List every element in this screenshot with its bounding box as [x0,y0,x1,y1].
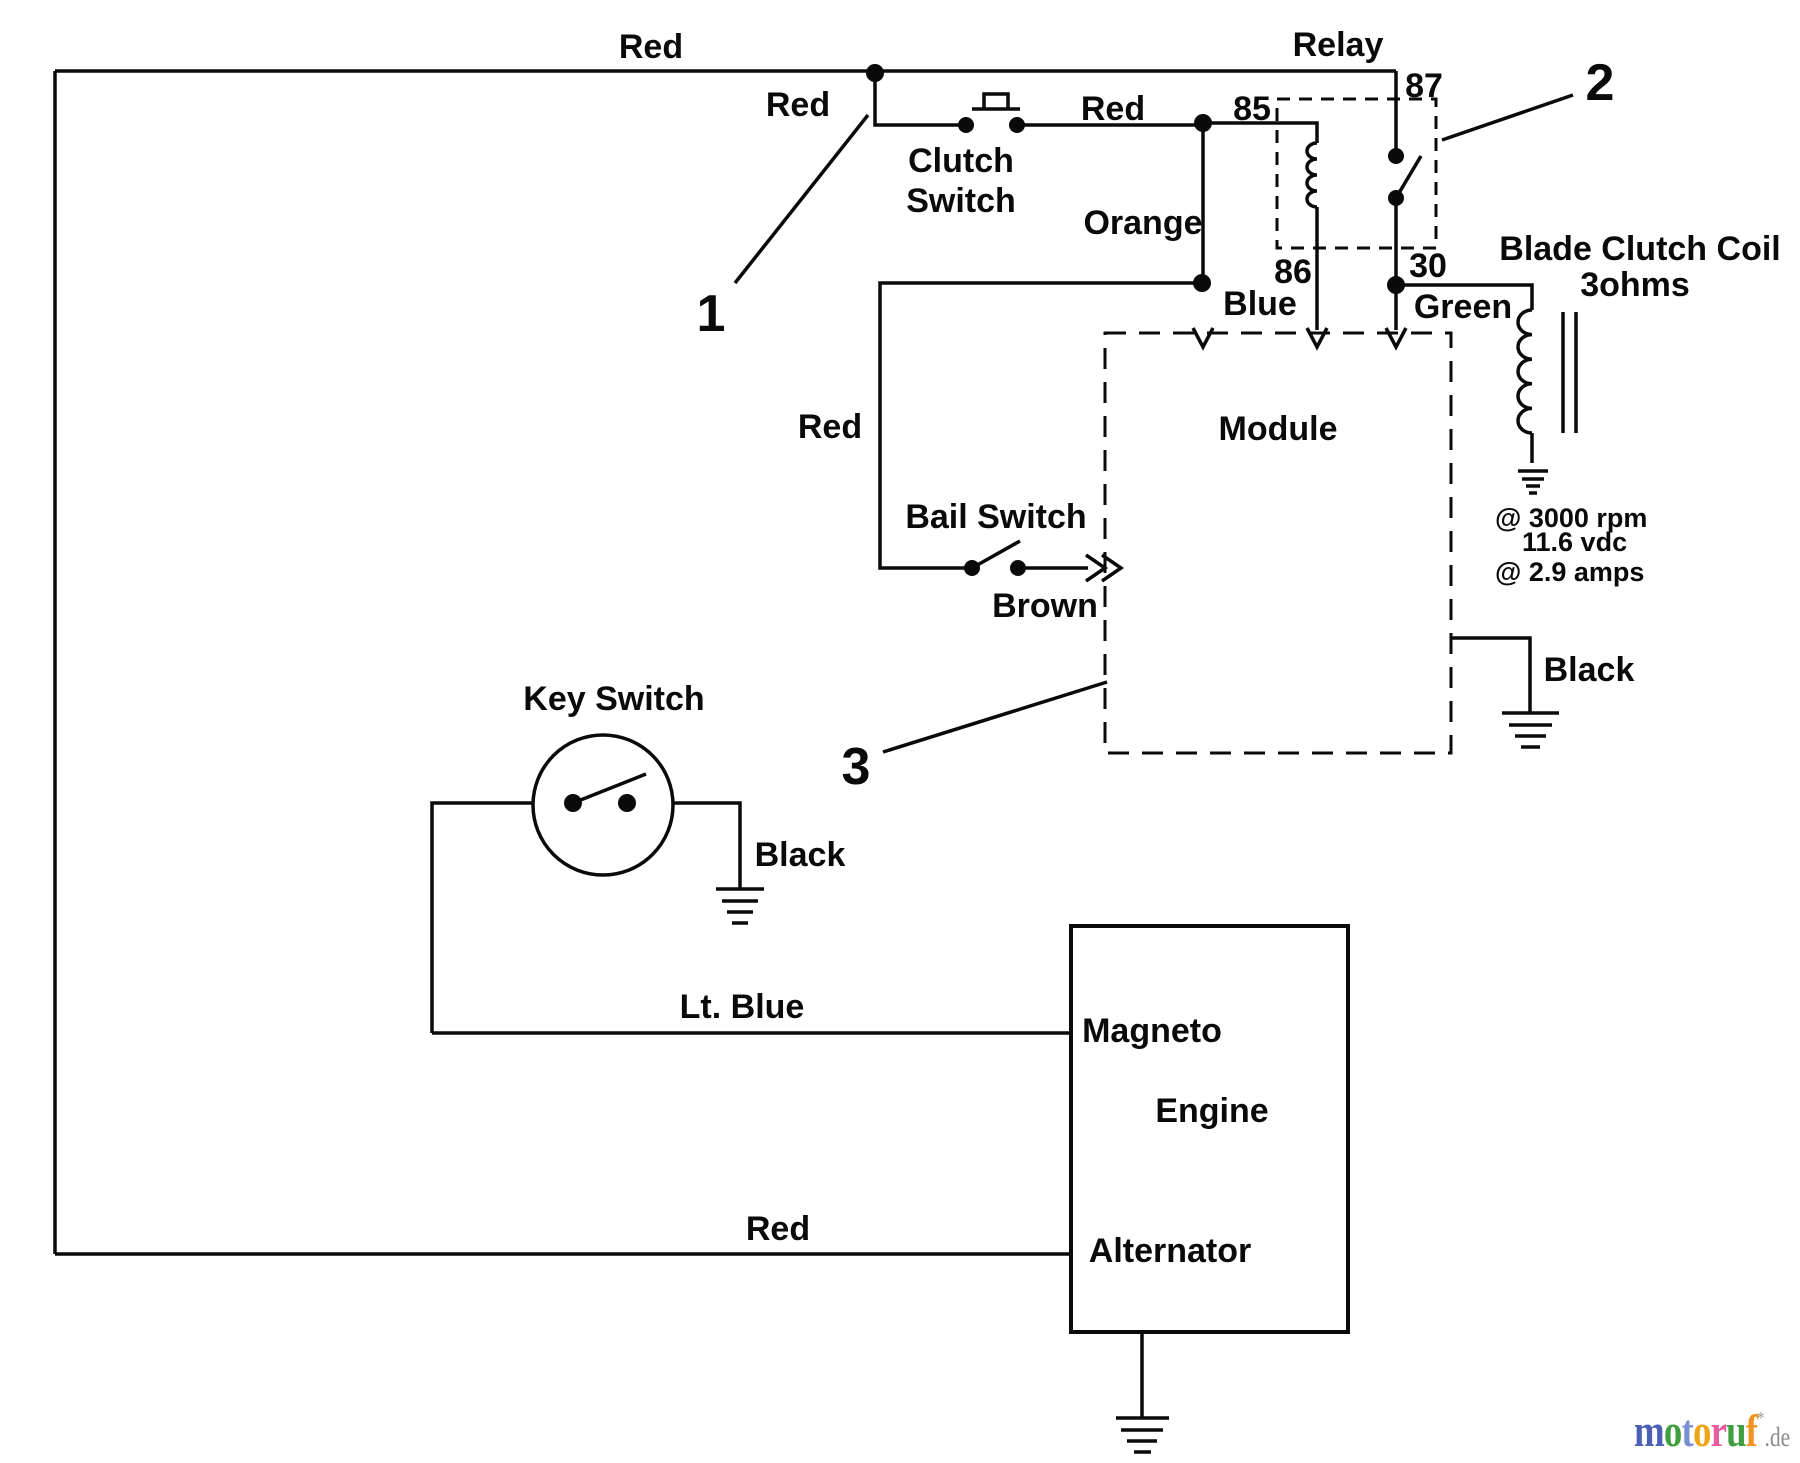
component-label-engine: Engine [1155,1092,1268,1130]
wire-label-lt-blue: Lt. Blue [680,988,805,1026]
bail-switch-arm-icon [971,539,1021,570]
bail-contact-dot [964,560,980,576]
junction-dot-85 [1194,114,1212,132]
relay-contact-dot [1388,148,1404,164]
junction-dot-blue [1193,274,1211,292]
spec-amps: @ 2.9 amps [1495,557,1644,587]
callout-line-2 [1441,93,1574,142]
blade-clutch-coil-icon [1516,308,1533,435]
wire-label-red-upper: Red [766,86,830,124]
ground-icon-engine [1116,1416,1169,1454]
wire-key-right-to-ground [673,801,742,889]
key-switch-body [531,733,675,877]
junction-dot-30 [1387,276,1405,294]
component-label-clutch-switch-2: Switch [906,182,1016,220]
component-label-module: Module [1219,410,1338,448]
logo-letter: m [1633,1405,1665,1456]
key-contact-dot [618,794,636,812]
module-arrow-green-icon [1384,327,1408,351]
wire-label-orange: Orange [1083,204,1202,242]
component-label-bail-switch: Bail Switch [905,498,1086,536]
wire-label-black-key: Black [755,836,846,874]
ground-icon-key-switch [716,887,764,925]
wire-label-green: Green [1414,288,1512,326]
component-label-clutch-switch-1: Clutch [908,142,1014,180]
logo-letter: r [1710,1405,1726,1456]
clutch-contact-dot [1009,117,1025,133]
wire-label-red-top: Red [619,28,683,66]
spec-vdc: 11.6 vdc [1522,527,1627,557]
ground-icon-blade-coil [1518,469,1548,495]
component-label-alternator: Alternator [1089,1232,1251,1270]
key-switch-arm-icon [572,772,647,805]
wire-label-red-vertical: Red [798,408,862,446]
component-label-blade-coil-1: Blade Clutch Coil [1499,230,1780,268]
component-label-blade-coil-2: 3ohms [1580,266,1690,304]
logo-letter: t [1681,1405,1693,1456]
wire-label-red-mid: Red [1081,90,1145,128]
component-label-relay: Relay [1293,26,1384,64]
logo-letter: o [1692,1405,1711,1456]
callout-1: 1 [697,285,726,343]
callout-2: 2 [1586,54,1615,112]
bail-contact-dot [1010,560,1026,576]
wire-junction-to-clutch [873,73,966,127]
relay-switch-arm-icon [1394,155,1423,199]
component-label-key-switch: Key Switch [523,680,704,718]
callout-3: 3 [842,738,871,796]
component-label-magneto: Magneto [1082,1012,1222,1050]
blade-coil-core-icon [1561,312,1578,433]
callout-line-1 [733,113,870,285]
wire-label-red-bottom: Red [746,1210,810,1248]
logo-letter: o [1663,1405,1682,1456]
logo-trademark-icon: * [1757,1408,1765,1428]
key-contact-dot [564,794,582,812]
wire-key-left [430,801,533,1033]
wire-label-black-module: Black [1544,651,1635,689]
terminal-87: 87 [1405,67,1443,105]
module-arrow-86-icon [1305,327,1329,351]
logo-letter: u [1725,1405,1746,1456]
logo-letter: f [1745,1405,1758,1456]
logo-suffix: .de [1764,1422,1790,1452]
clutch-button-icon [972,92,1020,111]
junction-dot [866,64,884,82]
wires [53,69,1534,1418]
wire-green-to-coil [1396,283,1534,310]
engine-box [1069,924,1350,1334]
wire-module-black-to-ground [1451,636,1532,712]
spec-rpm: @ 3000 rpm [1495,503,1647,533]
relay-coil-icon [1305,141,1318,209]
callout-line-3 [882,680,1108,754]
wire-85-to-relay-coil [1203,121,1319,143]
wire-label-brown: Brown [992,587,1098,625]
relay-contact-dot [1388,190,1404,206]
module-arrow-blue-icon [1191,327,1215,351]
wire-red-bail-top [878,281,1202,570]
clutch-contact-dot [958,117,974,133]
motoruf-logo: motoruf*.de [1634,1404,1790,1457]
terminal-30: 30 [1409,247,1447,285]
module-box [1103,331,1453,755]
wire-label-blue: Blue [1223,285,1297,323]
bail-arrow-icon [1085,553,1125,583]
terminal-85: 85 [1233,90,1271,128]
terminal-86: 86 [1274,253,1312,291]
ground-icon-module [1502,711,1559,749]
